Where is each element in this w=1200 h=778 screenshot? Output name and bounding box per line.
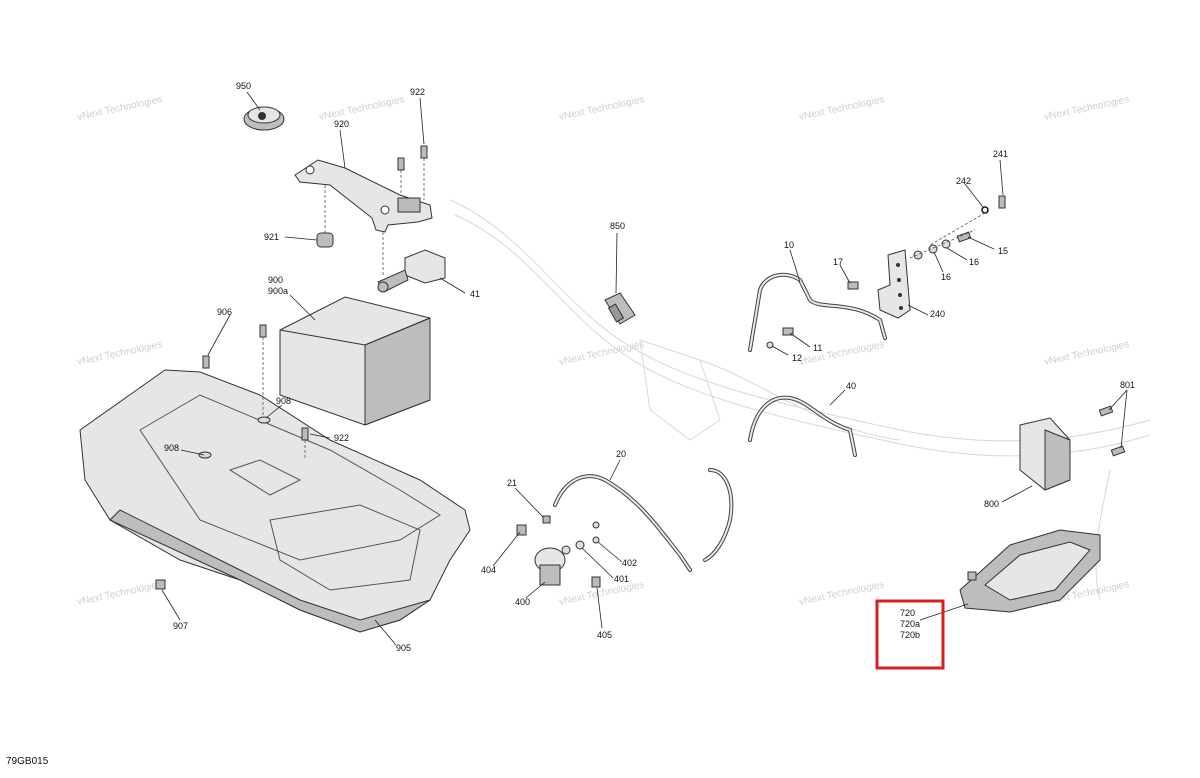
callout-906: 906 bbox=[217, 307, 232, 317]
watermark: vNext Technologies bbox=[798, 94, 885, 123]
callout-950: 950 bbox=[236, 81, 251, 91]
highlight-box-720 bbox=[875, 599, 945, 670]
callout-12: 12 bbox=[792, 353, 802, 363]
fasteners-922 bbox=[324, 145, 428, 275]
callout-921: 921 bbox=[264, 232, 279, 242]
callout-21: 21 bbox=[507, 478, 517, 488]
part-921-grommet bbox=[316, 232, 334, 248]
callout-labels: 950 922 920 921 41 900 900a 906 908 922 … bbox=[164, 81, 1135, 653]
fasteners-tray bbox=[155, 324, 309, 590]
callout-40: 40 bbox=[846, 381, 856, 391]
callout-241: 241 bbox=[993, 149, 1008, 159]
callout-16: 16 bbox=[969, 257, 979, 267]
callout-41: 41 bbox=[470, 289, 480, 299]
part-950-switch bbox=[243, 106, 285, 131]
callout-10: 10 bbox=[784, 240, 794, 250]
callout-11: 11 bbox=[813, 343, 822, 353]
part-240-bracket bbox=[877, 249, 911, 319]
callout-800: 800 bbox=[984, 499, 999, 509]
watermark: vNext Technologies bbox=[558, 579, 645, 608]
fasteners-240 bbox=[847, 195, 1006, 290]
callout-402: 402 bbox=[622, 558, 637, 568]
part-10-cable bbox=[748, 272, 887, 352]
watermark: vNext Technologies bbox=[76, 94, 163, 123]
part-41-terminal-cover bbox=[377, 249, 446, 293]
callout-17: 17 bbox=[833, 257, 843, 267]
callout-242: 242 bbox=[956, 176, 971, 186]
callout-401: 401 bbox=[614, 574, 629, 584]
watermark: vNext Technologies bbox=[798, 579, 885, 608]
part-800-module bbox=[1019, 405, 1126, 491]
watermark: vNext Technologies bbox=[76, 579, 163, 608]
watermark: vNext Technologies bbox=[558, 94, 645, 123]
part-900-battery bbox=[279, 296, 431, 426]
callout-404: 404 bbox=[481, 565, 496, 575]
callout-922: 922 bbox=[334, 433, 349, 443]
watermark: vNext Technologies bbox=[798, 339, 885, 368]
callout-900: 900 bbox=[268, 275, 283, 285]
part-400-solenoid bbox=[516, 515, 601, 588]
callout-900a: 900a bbox=[268, 286, 288, 296]
callout-400: 400 bbox=[515, 597, 530, 607]
part-920-bracket bbox=[294, 159, 433, 233]
part-40-cable bbox=[748, 395, 857, 457]
callout-920: 920 bbox=[334, 119, 349, 129]
watermark: vNext Technologies bbox=[1043, 339, 1130, 368]
callout-905: 905 bbox=[396, 643, 411, 653]
callout-922: 922 bbox=[410, 87, 425, 97]
part-850-connector bbox=[604, 292, 636, 325]
callout-405: 405 bbox=[597, 630, 612, 640]
leader-lines bbox=[161, 91, 1128, 646]
callout-720: 720 bbox=[900, 608, 915, 618]
callout-720a: 720a bbox=[900, 619, 920, 629]
callout-240: 240 bbox=[930, 309, 945, 319]
callout-907: 907 bbox=[173, 621, 188, 631]
watermark: vNext Technologies bbox=[318, 94, 405, 123]
part-720-lamp bbox=[959, 529, 1101, 613]
part-20-cable bbox=[553, 468, 734, 572]
callout-16: 16 bbox=[941, 272, 951, 282]
callout-908: 908 bbox=[276, 396, 291, 406]
callout-720b: 720b bbox=[900, 630, 920, 640]
part-905-battery-tray bbox=[79, 369, 471, 633]
watermark: vNext Technologies bbox=[76, 339, 163, 368]
callout-15: 15 bbox=[998, 246, 1008, 256]
watermark: vNext Technologies bbox=[1043, 94, 1130, 123]
watermark: vNext Technologies bbox=[558, 339, 645, 368]
callout-20: 20 bbox=[616, 449, 626, 459]
diagram-code: 79GB015 bbox=[6, 756, 49, 767]
callout-801: 801 bbox=[1120, 380, 1135, 390]
callout-850: 850 bbox=[610, 221, 625, 231]
callout-908: 908 bbox=[164, 443, 179, 453]
